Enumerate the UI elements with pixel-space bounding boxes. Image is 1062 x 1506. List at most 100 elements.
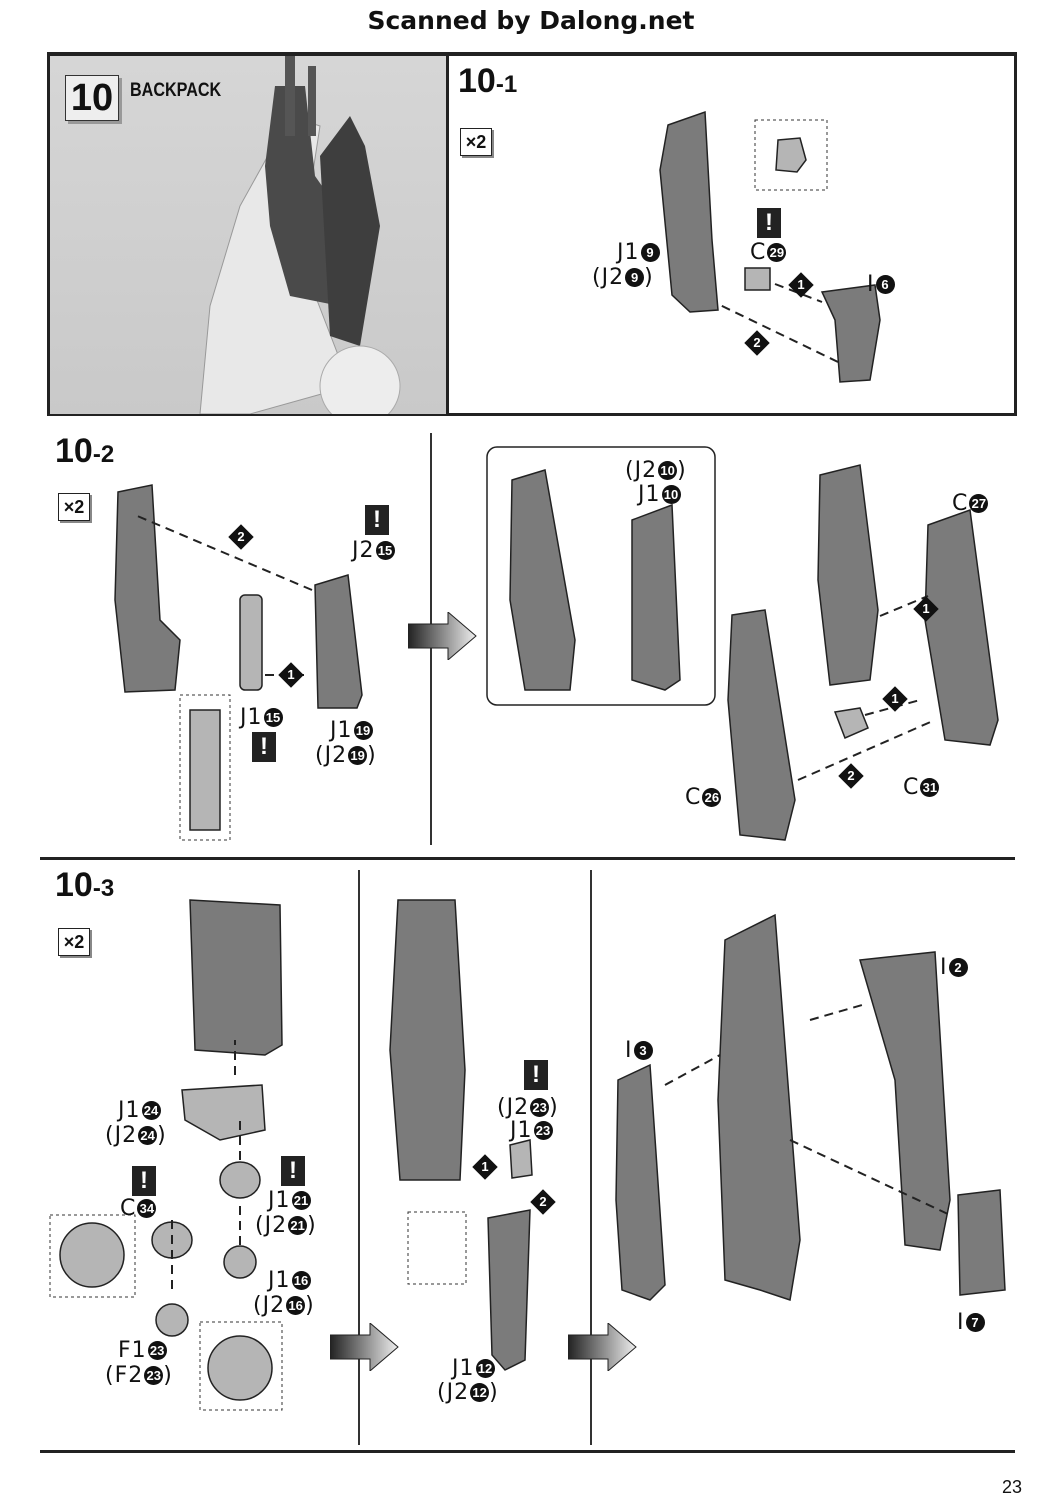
order-number: 1	[797, 277, 805, 292]
part-number-icon: 29	[767, 243, 787, 262]
part-runner: J2	[634, 458, 658, 483]
detail-inset	[49, 1214, 136, 1298]
next-arrow-icon	[408, 612, 477, 660]
order-diamond-icon: 2	[530, 1189, 556, 1215]
i2-part	[859, 951, 951, 1251]
part-runner: J2	[352, 538, 375, 563]
part-runner: J1	[268, 1188, 291, 1213]
part-number-icon: 7	[965, 1313, 985, 1332]
order-number: 2	[539, 1194, 547, 1209]
multiplier-badge: ×2	[58, 493, 90, 521]
page-number: 23	[1001, 1477, 1022, 1497]
i7-part	[957, 1189, 1006, 1296]
part-label: J29	[592, 265, 654, 290]
part-number-icon: 15	[375, 541, 395, 560]
part-runner: J1	[510, 1118, 533, 1143]
order-number: 2	[237, 529, 245, 544]
c29-part	[744, 267, 771, 291]
order-diamond-icon: 2	[228, 524, 254, 550]
i3-part	[615, 1063, 666, 1301]
part-number-icon: 16	[291, 1271, 311, 1290]
order-diamond-icon: 2	[744, 330, 770, 356]
part-runner: C	[750, 240, 767, 265]
next-arrow-icon	[568, 1323, 637, 1371]
step-number: 10	[65, 75, 119, 121]
nozzle-top-view	[59, 1222, 125, 1288]
part-number-icon: 9	[625, 268, 645, 287]
part-number-icon: 24	[141, 1101, 161, 1120]
j1-21-part	[219, 1161, 261, 1199]
j1-19-part	[314, 574, 363, 709]
step-title: BACKPACK	[130, 80, 222, 101]
part-runner: J1	[268, 1268, 291, 1293]
multiplier-badge: ×2	[58, 928, 90, 956]
substep-10-1-title: 10-1	[458, 62, 518, 100]
part-number-icon: 27	[969, 494, 989, 513]
part-number-icon: 12	[475, 1359, 495, 1378]
part-runner: C	[903, 775, 920, 800]
j1-12-part	[487, 1209, 531, 1371]
column-divider	[590, 870, 592, 1445]
part-number-icon: 21	[288, 1216, 308, 1235]
order-number: 1	[891, 691, 899, 706]
part-number-icon: 34	[137, 1199, 157, 1218]
warning-icon: !	[757, 208, 781, 238]
part-runner: J2	[506, 1095, 530, 1120]
part-runner: J2	[601, 265, 625, 290]
multiplier-badge: ×2	[460, 128, 492, 156]
part-runner: I	[867, 272, 875, 297]
part-number-icon: 2	[948, 958, 968, 977]
part-runner: J1	[240, 705, 263, 730]
c31-part	[833, 707, 869, 739]
frame-bottom-part	[189, 899, 283, 1056]
detail-inset	[407, 1211, 467, 1285]
order-number: 1	[287, 667, 295, 682]
part-runner: J2	[262, 1293, 286, 1318]
order-diamond-icon: 1	[472, 1154, 498, 1180]
part-runner: J1	[452, 1356, 475, 1381]
part-number-icon: 24	[138, 1126, 158, 1145]
part-runner: I	[625, 1038, 633, 1063]
part-runner: J1	[118, 1098, 141, 1123]
nozzle-top-view	[207, 1335, 273, 1401]
part-number-icon: 10	[661, 485, 681, 504]
detail-inset	[754, 119, 828, 191]
column-divider	[358, 870, 360, 1445]
part-number-icon: 6	[875, 275, 895, 294]
j1-10-part	[631, 503, 681, 691]
part-number-icon: 23	[530, 1098, 550, 1117]
part-runner: C	[120, 1196, 137, 1221]
detail-inset	[179, 694, 231, 841]
part-number-icon: 10	[658, 461, 678, 480]
substep-10-3-title: 10-3	[55, 866, 115, 904]
warning-icon: !	[132, 1166, 156, 1196]
part-number-icon: 12	[470, 1383, 490, 1402]
part-number-icon: 15	[263, 708, 283, 727]
next-arrow-icon	[330, 1323, 399, 1371]
order-diamond-icon: 1	[278, 662, 304, 688]
order-diamond-icon: 1	[913, 596, 939, 622]
frame-part	[114, 484, 181, 693]
order-number: 1	[481, 1159, 489, 1174]
